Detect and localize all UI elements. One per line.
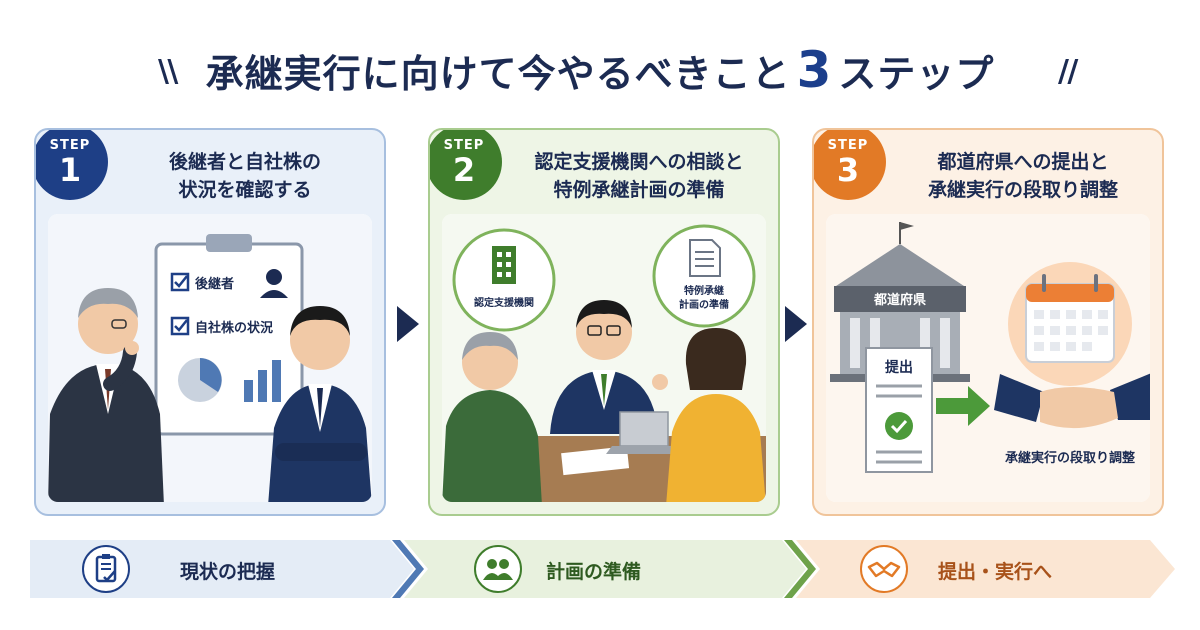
step-2-scene: 認定支援機関 特例承継 計画の準備 [442, 214, 766, 502]
checklist-item-2: 自社株の状況 [195, 320, 273, 336]
step-2-title-line2: 特例承継計画の準備 [553, 179, 725, 201]
green-arrow-icon [936, 386, 990, 426]
clipboard-clip [206, 234, 252, 252]
step-1-title: 後継者と自社株の 状況を確認する [116, 148, 374, 204]
step-3-badge-label: STEP [827, 138, 869, 153]
step-1-badge-label: STEP [49, 138, 91, 153]
step-2-illustration: 認定支援機関 特例承継 計画の準備 [442, 214, 766, 502]
plan-label-line1: 特例承継 [684, 284, 724, 297]
step-3-badge-number: 3 [836, 151, 860, 189]
step-3-title-line1: 都道府県への提出と [937, 151, 1109, 173]
flow-label-2: 計画の準備 [546, 561, 642, 583]
checklist-item-1: 後継者 [195, 276, 234, 292]
step-3-header: STEP 3 都道府県への提出と 承継実行の段取り調整 [814, 130, 1162, 214]
step-2-badge: STEP 2 [430, 130, 502, 200]
step-3-scene: 都道府県 提出 [826, 214, 1150, 502]
step-1-title-line1: 後継者と自社株の [168, 151, 321, 173]
building-sign: 都道府県 [873, 292, 926, 308]
step-1-title-line2: 状況を確認する [178, 179, 312, 201]
step-1-badge: STEP 1 [36, 130, 108, 200]
building-icon [492, 246, 516, 284]
successor-man-figure [268, 306, 372, 502]
step-2-badge-number: 2 [452, 151, 476, 189]
title-number: 3 [796, 41, 833, 99]
flow-bar: 現状の把握 計画の準備 提出・実行へ [30, 540, 1175, 598]
flow-arrow-icon-1 [397, 306, 419, 342]
step-2-title: 認定支援機関への相談と 特例承継計画の準備 [510, 148, 768, 204]
step-3-title: 都道府県への提出と 承継実行の段取り調整 [894, 148, 1152, 204]
handshake-figure [994, 373, 1150, 429]
step-1-scene: 後継者 自社株の状況 [48, 214, 372, 502]
title-main: 承継実行に向けて今やるべきこと [205, 52, 791, 96]
handshake-icon [860, 545, 908, 593]
support-org-label: 認定支援機関 [474, 296, 534, 309]
step-2-badge-label: STEP [443, 138, 485, 153]
step-1-badge-number: 1 [58, 151, 82, 189]
senior-man-figure [48, 288, 164, 502]
bar-chart-icon [244, 380, 253, 402]
check-circle-icon [885, 412, 913, 440]
step-3-badge: STEP 3 [814, 130, 886, 200]
step-card-1: STEP 1 後継者と自社株の 状況を確認する 後継者 自社株の状況 [34, 128, 386, 516]
step-1-header: STEP 1 後継者と自社株の 状況を確認する [36, 130, 384, 214]
step-card-2: STEP 2 認定支援機関への相談と 特例承継計画の準備 認定支援機関 特例承継… [428, 128, 780, 516]
senior-client-figure [442, 332, 542, 502]
step-3-caption: 承継実行の段取り調整 [1005, 450, 1136, 466]
step-3-illustration: 都道府県 提出 [826, 214, 1150, 502]
step-2-header: STEP 2 認定支援機関への相談と 特例承継計画の準備 [430, 130, 778, 214]
flow-label-1: 現状の把握 [180, 561, 276, 583]
flow-label-3: 提出・実行へ [938, 561, 1053, 583]
person-icon [266, 269, 282, 285]
step-3-title-line2: 承継実行の段取り調整 [927, 179, 1118, 201]
laptop-icon [619, 411, 669, 447]
step-2-title-line1: 認定支援機関への相談と [534, 151, 744, 173]
flow-arrow-icon-2 [785, 306, 807, 342]
step-1-illustration: 後継者 自社株の状況 [48, 214, 372, 502]
title-suffix: ステップ [838, 52, 995, 96]
step-card-3: STEP 3 都道府県への提出と 承継実行の段取り調整 都道府県 [812, 128, 1164, 516]
people-icon [474, 545, 522, 593]
title-decoration-right: / / [1058, 54, 1079, 89]
plan-label-line2: 計画の準備 [679, 298, 729, 311]
document-label: 提出 [885, 359, 913, 376]
clipboard-check-icon [82, 545, 130, 593]
female-client-figure [666, 328, 766, 502]
